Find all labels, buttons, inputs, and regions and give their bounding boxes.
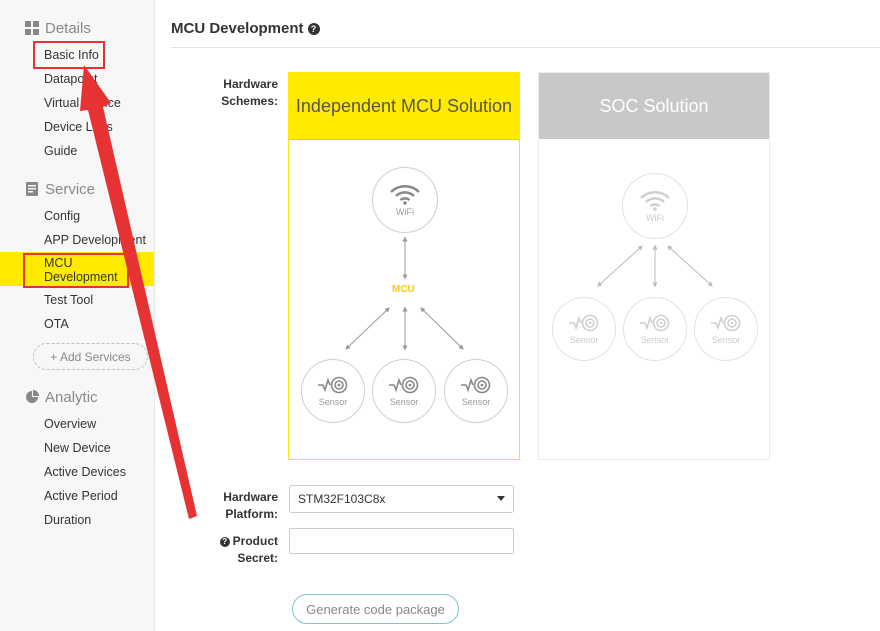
mcu-connection-arrows [345, 236, 464, 351]
wifi-icon [640, 191, 670, 211]
sensor-caption: Sensor [461, 397, 491, 407]
wifi-node: WiFi [372, 167, 438, 233]
section-analytic: Analytic [25, 387, 98, 407]
label-line: Platform: [225, 507, 278, 521]
sensor-caption: Sensor [318, 397, 348, 407]
add-services-button[interactable]: + Add Services [33, 343, 148, 370]
sensor-icon [569, 314, 599, 332]
sensor-caption: Sensor [569, 335, 599, 345]
hardware-platform-label: Hardware Platform: [190, 489, 278, 523]
sensor-icon [318, 376, 348, 394]
pie-chart-icon [25, 390, 39, 404]
sensor-node: Sensor [444, 359, 508, 423]
help-icon[interactable]: ? [307, 22, 320, 35]
sidebar-item-active-devices[interactable]: Active Devices [44, 465, 126, 479]
section-service: Service [25, 179, 95, 199]
sensor-node: Sensor [301, 359, 365, 423]
sidebar-item-active-period[interactable]: Active Period [44, 489, 118, 503]
sidebar-item-overview[interactable]: Overview [44, 417, 97, 431]
sensor-icon [461, 376, 491, 394]
sensor-icon [389, 376, 419, 394]
sensor-node: Sensor [372, 359, 436, 423]
sidebar-item-basic-info[interactable]: Basic Info [44, 48, 99, 62]
soc-solution-card[interactable]: SOC Solution WiFi Sensor Sensor Sensor [538, 72, 770, 460]
annotation-box-basic-info [33, 41, 105, 69]
sensor-icon [711, 314, 741, 332]
product-secret-label: ?Product Secret: [190, 533, 278, 567]
generate-code-package-button[interactable]: Generate code package [292, 594, 459, 624]
soc-connection-arrows [597, 244, 713, 288]
sidebar-item-datapoint[interactable]: Datapoint [44, 72, 98, 86]
mcu-card-title: Independent MCU Solution [289, 73, 519, 140]
sensor-node: Sensor [552, 297, 616, 361]
sensor-node: Sensor [694, 297, 758, 361]
page-title-text: MCU Development [171, 20, 304, 37]
label-line: Hardware [223, 77, 278, 91]
sidebar-item-app-development[interactable]: APP Development [44, 233, 146, 247]
grid-icon [25, 21, 39, 35]
service-icon [25, 182, 39, 196]
page-title: MCU Development ? [171, 20, 320, 37]
hardware-platform-select[interactable]: STM32F103C8x [289, 485, 514, 513]
sidebar-item-device-logs[interactable]: Device Logs [44, 120, 113, 134]
wifi-node: WiFi [622, 173, 688, 239]
sidebar-item-config[interactable]: Config [44, 209, 81, 223]
label-text: Product [232, 534, 278, 548]
sidebar: Details Basic Info Datapoint Virtual Dev… [0, 0, 155, 631]
annotation-box-mcu-development [23, 253, 129, 288]
sidebar-item-new-device[interactable]: New Device [44, 441, 111, 455]
sidebar-item-test-tool[interactable]: Test Tool [44, 293, 94, 307]
help-icon[interactable]: ? [219, 536, 230, 547]
label-line: Hardware [223, 490, 278, 504]
section-title: Analytic [45, 388, 98, 406]
mcu-solution-card[interactable]: Independent MCU Solution WiFi MCU Sensor… [288, 72, 520, 460]
section-details: Details [25, 18, 91, 38]
soc-card-title: SOC Solution [539, 73, 769, 139]
section-title: Service [45, 180, 96, 198]
wifi-icon [390, 185, 420, 205]
label-line: Secret: [237, 551, 278, 565]
sidebar-item-ota[interactable]: OTA [44, 317, 69, 331]
chevron-down-icon [497, 496, 505, 501]
hardware-schemes-label: Hardware Schemes: [190, 76, 278, 110]
sidebar-item-virtual-device[interactable]: Virtual Device [44, 96, 121, 110]
mcu-label: MCU [392, 284, 415, 295]
sensor-caption: Sensor [711, 335, 741, 345]
title-divider [171, 47, 880, 48]
sidebar-item-label: MCU [44, 256, 73, 270]
sensor-icon [640, 314, 670, 332]
sensor-caption: Sensor [640, 335, 670, 345]
sidebar-item-guide[interactable]: Guide [44, 144, 78, 158]
product-secret-input[interactable] [289, 528, 514, 554]
label-line: Schemes: [221, 94, 278, 108]
sidebar-item-duration[interactable]: Duration [44, 513, 92, 527]
sensor-node: Sensor [623, 297, 687, 361]
section-title: Details [45, 19, 91, 37]
label-line: ?Product [190, 533, 278, 550]
wifi-caption: WiFi [396, 207, 414, 217]
wifi-caption: WiFi [646, 213, 664, 223]
sensor-caption: Sensor [389, 397, 419, 407]
